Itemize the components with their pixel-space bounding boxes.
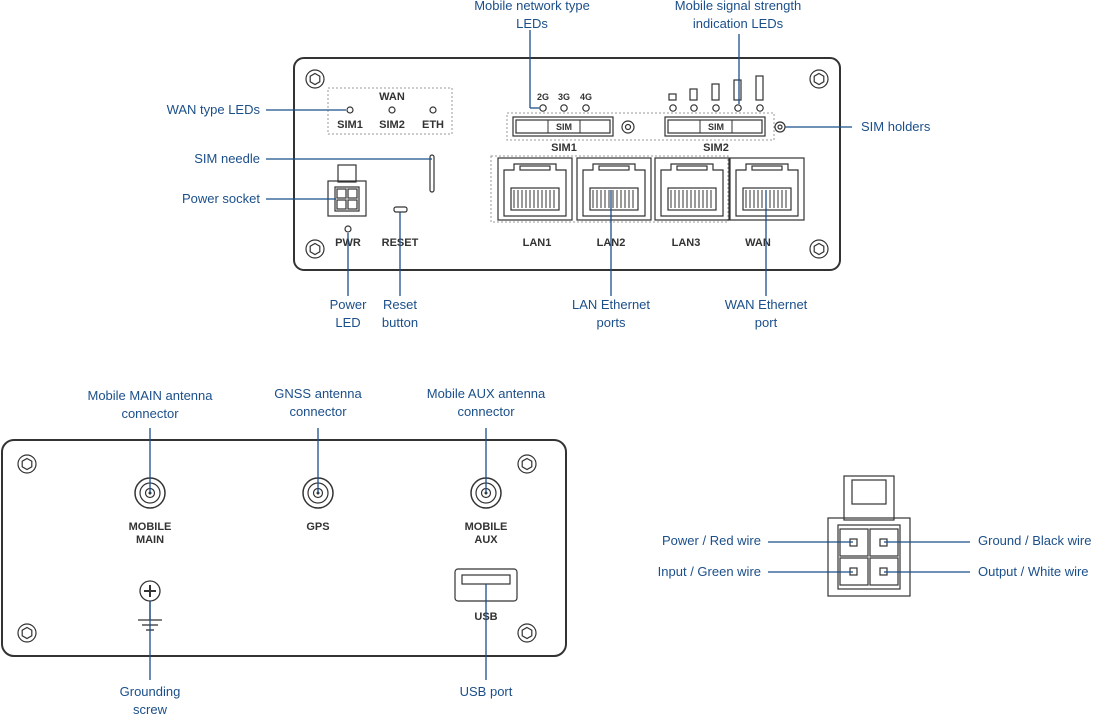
wan-port <box>729 157 805 221</box>
sim2-led-label: SIM2 <box>379 119 405 131</box>
svg-text:SIM: SIM <box>556 122 572 132</box>
sim-needle <box>429 154 435 193</box>
lan1-label: LAN1 <box>523 237 552 249</box>
lan2-port <box>576 157 652 221</box>
lan3-label: LAN3 <box>672 237 701 249</box>
sim2-led <box>388 106 396 114</box>
led-3g <box>560 104 568 112</box>
callout-sim-holders: SIM holders <box>861 119 931 134</box>
wan-led-heading: WAN <box>379 91 405 103</box>
front-panel-body <box>293 57 841 271</box>
callout-power-socket: Power socket <box>181 191 260 206</box>
sim2-label: SIM2 <box>703 142 729 154</box>
led-2g <box>539 104 547 112</box>
power-connector-detail <box>827 475 911 597</box>
callout-main-antenna: Mobile MAIN antenna connector <box>87 388 213 421</box>
callout-power-wire: Power / Red wire <box>662 533 761 548</box>
screw-icon <box>517 454 537 474</box>
screw-icon <box>305 69 325 89</box>
reset-button <box>393 206 408 213</box>
back-panel-body <box>1 439 567 657</box>
screw-icon <box>17 454 37 474</box>
callout-output-wire: Output / White wire <box>978 564 1089 579</box>
eth-led-label: ETH <box>422 119 444 131</box>
front-panel: WAN SIM1 SIM2 ETH 2G 3G 4G <box>293 57 841 271</box>
callout-wan-type-leds: WAN type LEDs <box>166 102 260 117</box>
signal-strength-icon <box>668 75 764 112</box>
lan-port-group <box>490 155 729 223</box>
callout-ground-wire: Ground / Black wire <box>978 533 1092 548</box>
sim-holder-group <box>506 112 775 141</box>
callout-reset-button: Reset button <box>381 297 419 330</box>
svg-text:SIM: SIM <box>708 122 724 132</box>
screw-icon <box>809 239 829 259</box>
led-4g <box>582 104 590 112</box>
screw-icon <box>517 623 537 643</box>
leader-lines <box>149 30 970 680</box>
callout-signal-strength-leds: Mobile signal strength indication LEDs <box>674 0 802 31</box>
sim1-led-label: SIM1 <box>337 119 363 131</box>
power-socket <box>327 164 367 217</box>
callout-wan-port: WAN Ethernet port <box>724 297 808 330</box>
sim1-holder: SIM <box>512 116 614 137</box>
sim1-led <box>346 106 354 114</box>
sim1-label: SIM1 <box>551 142 577 154</box>
callout-usb-port: USB port <box>459 684 513 699</box>
lan1-port <box>497 157 573 221</box>
led-3g-label: 3G <box>558 92 570 102</box>
callout-input-wire: Input / Green wire <box>657 564 761 579</box>
callout-power-led: Power LED <box>329 297 367 330</box>
wan-label: WAN <box>745 237 771 249</box>
screw-icon <box>17 623 37 643</box>
screw-icon <box>809 69 829 89</box>
power-led <box>344 225 352 233</box>
screw-icon <box>305 239 325 259</box>
wan-led-group <box>327 87 453 135</box>
eth-led <box>429 106 437 114</box>
led-4g-label: 4G <box>580 92 592 102</box>
callout-grounding-screw: Grounding screw <box>119 684 181 715</box>
sim-eject-icon <box>621 120 635 134</box>
led-2g-label: 2G <box>537 92 549 102</box>
sim2-holder: SIM <box>664 116 766 137</box>
callout-network-type-leds: Mobile network type LEDs <box>474 0 590 31</box>
callout-aux-antenna: Mobile AUX antenna connector <box>426 386 546 419</box>
callout-lan-ports: LAN Ethernet ports <box>571 297 651 330</box>
gps-label: GPS <box>306 521 329 533</box>
callout-gnss-antenna: GNSS antenna connector <box>274 386 362 419</box>
lan3-port <box>654 157 730 221</box>
callout-sim-needle: SIM needle <box>194 151 260 166</box>
sim-eject-icon <box>774 121 786 133</box>
